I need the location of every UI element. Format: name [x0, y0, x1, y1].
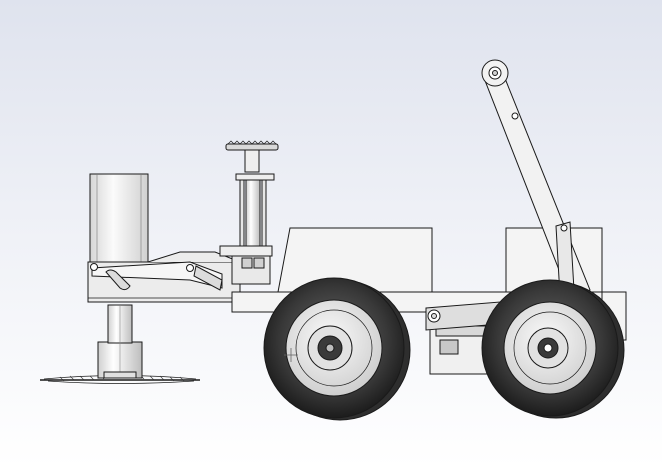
lift-lever	[481, 59, 591, 299]
spindle-housing	[97, 304, 143, 379]
cutter-arm	[87, 251, 241, 303]
motor-housing	[89, 173, 149, 267]
rear-wheel	[481, 279, 625, 419]
origin-crosshair-icon	[284, 348, 298, 362]
front-wheel	[263, 277, 411, 421]
height-adjust-screw	[219, 140, 279, 285]
